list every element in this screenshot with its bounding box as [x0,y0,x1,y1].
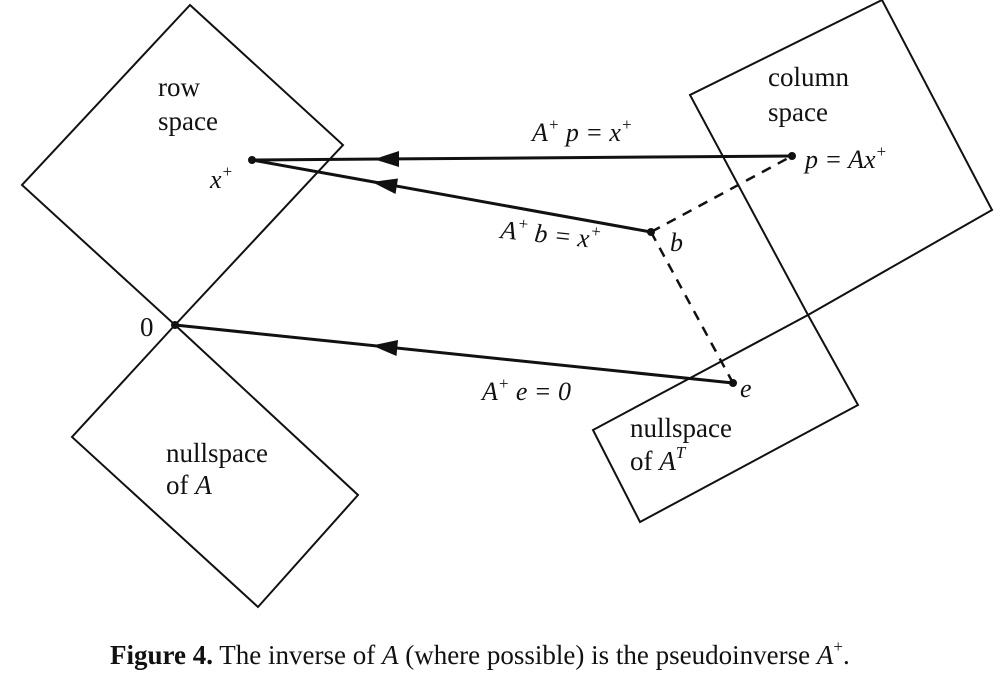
nullspace-at-var: A [657,446,676,476]
mid-eq-plus: + [517,214,530,234]
dashed-b-to-p [650,154,793,234]
arrowhead-top [374,151,399,167]
p-sup: + [876,142,887,161]
mid-eq-rest: b = x [527,218,592,253]
nullspace-at-label-1: nullspace [630,413,732,443]
nullspace-a-of: of [166,470,189,500]
point-b [647,228,655,236]
nullspace-at-of: of [630,446,653,476]
mid-eq-plus2: + [589,221,602,241]
x-plus-label: x+ [209,162,233,194]
top-eq-rest: p = x [559,118,621,147]
arrow-b-to-x-plus [251,158,652,234]
nullspace-a-label-1: nullspace [166,438,268,468]
nullspace-at-sup: T [676,443,687,462]
row-space-region [20,3,345,327]
x-plus-var: x [209,165,222,194]
nullspace-a-region [70,323,360,609]
nullspace-a-label-2: of A [166,470,212,500]
column-space-label-2: space [768,97,828,127]
top-equation: A+ p = x+ [530,115,632,147]
caption-label: Figure 4. [110,640,213,670]
bot-eq-a: A [480,377,498,406]
row-space-label-1: row [158,72,200,102]
figure-caption: Figure 4. The inverse of A (where possib… [110,637,850,670]
caption-var-b: A [815,640,834,670]
caption-text-b: (where possible) is the pseudoinverse [398,640,816,670]
arrow-p-to-x-plus [251,154,793,162]
p-lhs: p = Ax [803,145,876,174]
x-plus-sup: + [222,162,233,181]
bottom-equation: A+ e = 0 [480,374,571,406]
b-label: b [670,228,683,257]
caption-sup: + [833,637,843,656]
caption-text-a: The inverse of [213,640,382,670]
middle-equation: A+ b = x+ [497,212,602,255]
bot-eq-plus: + [498,374,509,393]
point-p [788,152,796,160]
column-space-label-1: column [768,62,849,92]
mid-eq-a: A [497,215,518,246]
row-space-label-2: space [158,106,218,136]
nullspace-a-var: A [193,470,212,500]
p-label: p = Ax+ [803,142,887,174]
e-label: e [740,374,752,403]
nullspace-at-label-2: of AT [630,443,687,476]
arrowhead-middle [372,178,398,194]
arrowhead-bottom [372,340,398,356]
dashed-b-to-e [649,231,735,384]
nullspace-at-region [591,313,860,524]
point-zero [171,321,179,329]
top-eq-plus: + [548,115,559,134]
point-x-plus [248,156,256,164]
top-eq-a: A [530,118,548,147]
caption-var-a: A [380,640,399,670]
bot-eq-rest: e = 0 [509,377,571,406]
zero-label: 0 [140,312,154,342]
top-eq-plus2: + [621,115,632,134]
point-e [729,379,737,387]
arrow-e-to-zero [174,323,734,385]
caption-end: . [843,640,850,670]
